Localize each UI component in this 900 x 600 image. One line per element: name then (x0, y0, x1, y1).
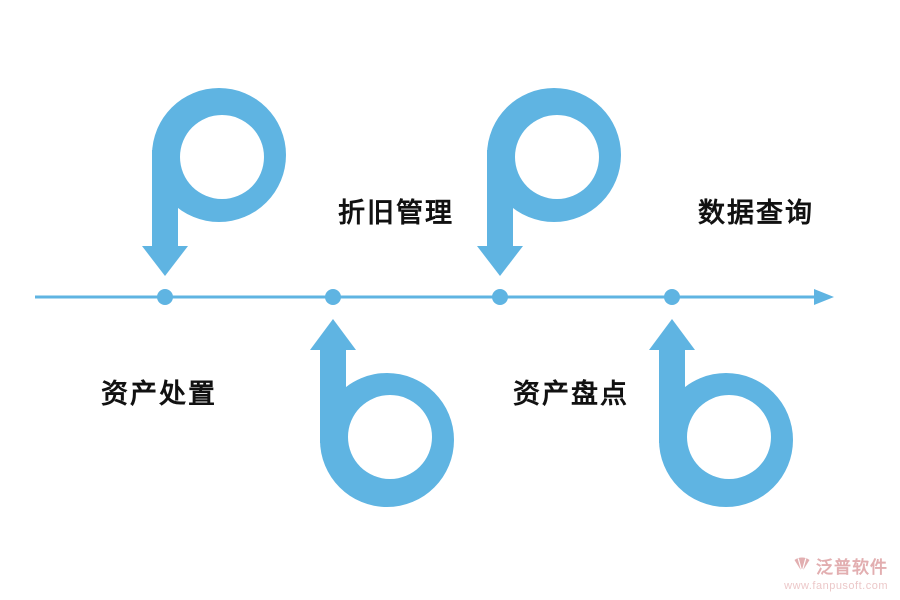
node-label-depreciation-management: 折旧管理 (338, 198, 454, 228)
timeline-arrowhead-icon (814, 289, 834, 305)
loop-arrow-down-icon (142, 88, 286, 276)
timeline-node-dot (157, 289, 173, 305)
loop-arrow-up-icon (649, 319, 793, 507)
node-label-asset-disposal: 资产处置 (101, 379, 217, 409)
timeline-node-dot (492, 289, 508, 305)
loop-arrow-down-icon (477, 88, 621, 276)
node-label-asset-inventory: 资产盘点 (513, 379, 629, 409)
fanpu-watermark: 泛普软件 www.fanpusoft.com (784, 553, 888, 592)
logo-name: 泛普软件 (816, 558, 888, 577)
timeline-node-dot (664, 289, 680, 305)
timeline-axis (35, 289, 834, 305)
timeline-node-dot (325, 289, 341, 305)
logo-url: www.fanpusoft.com (784, 580, 888, 592)
fan-logo-icon (792, 553, 812, 578)
node-label-data-query: 数据查询 (698, 198, 814, 228)
loop-arrow-up-icon (310, 319, 454, 507)
